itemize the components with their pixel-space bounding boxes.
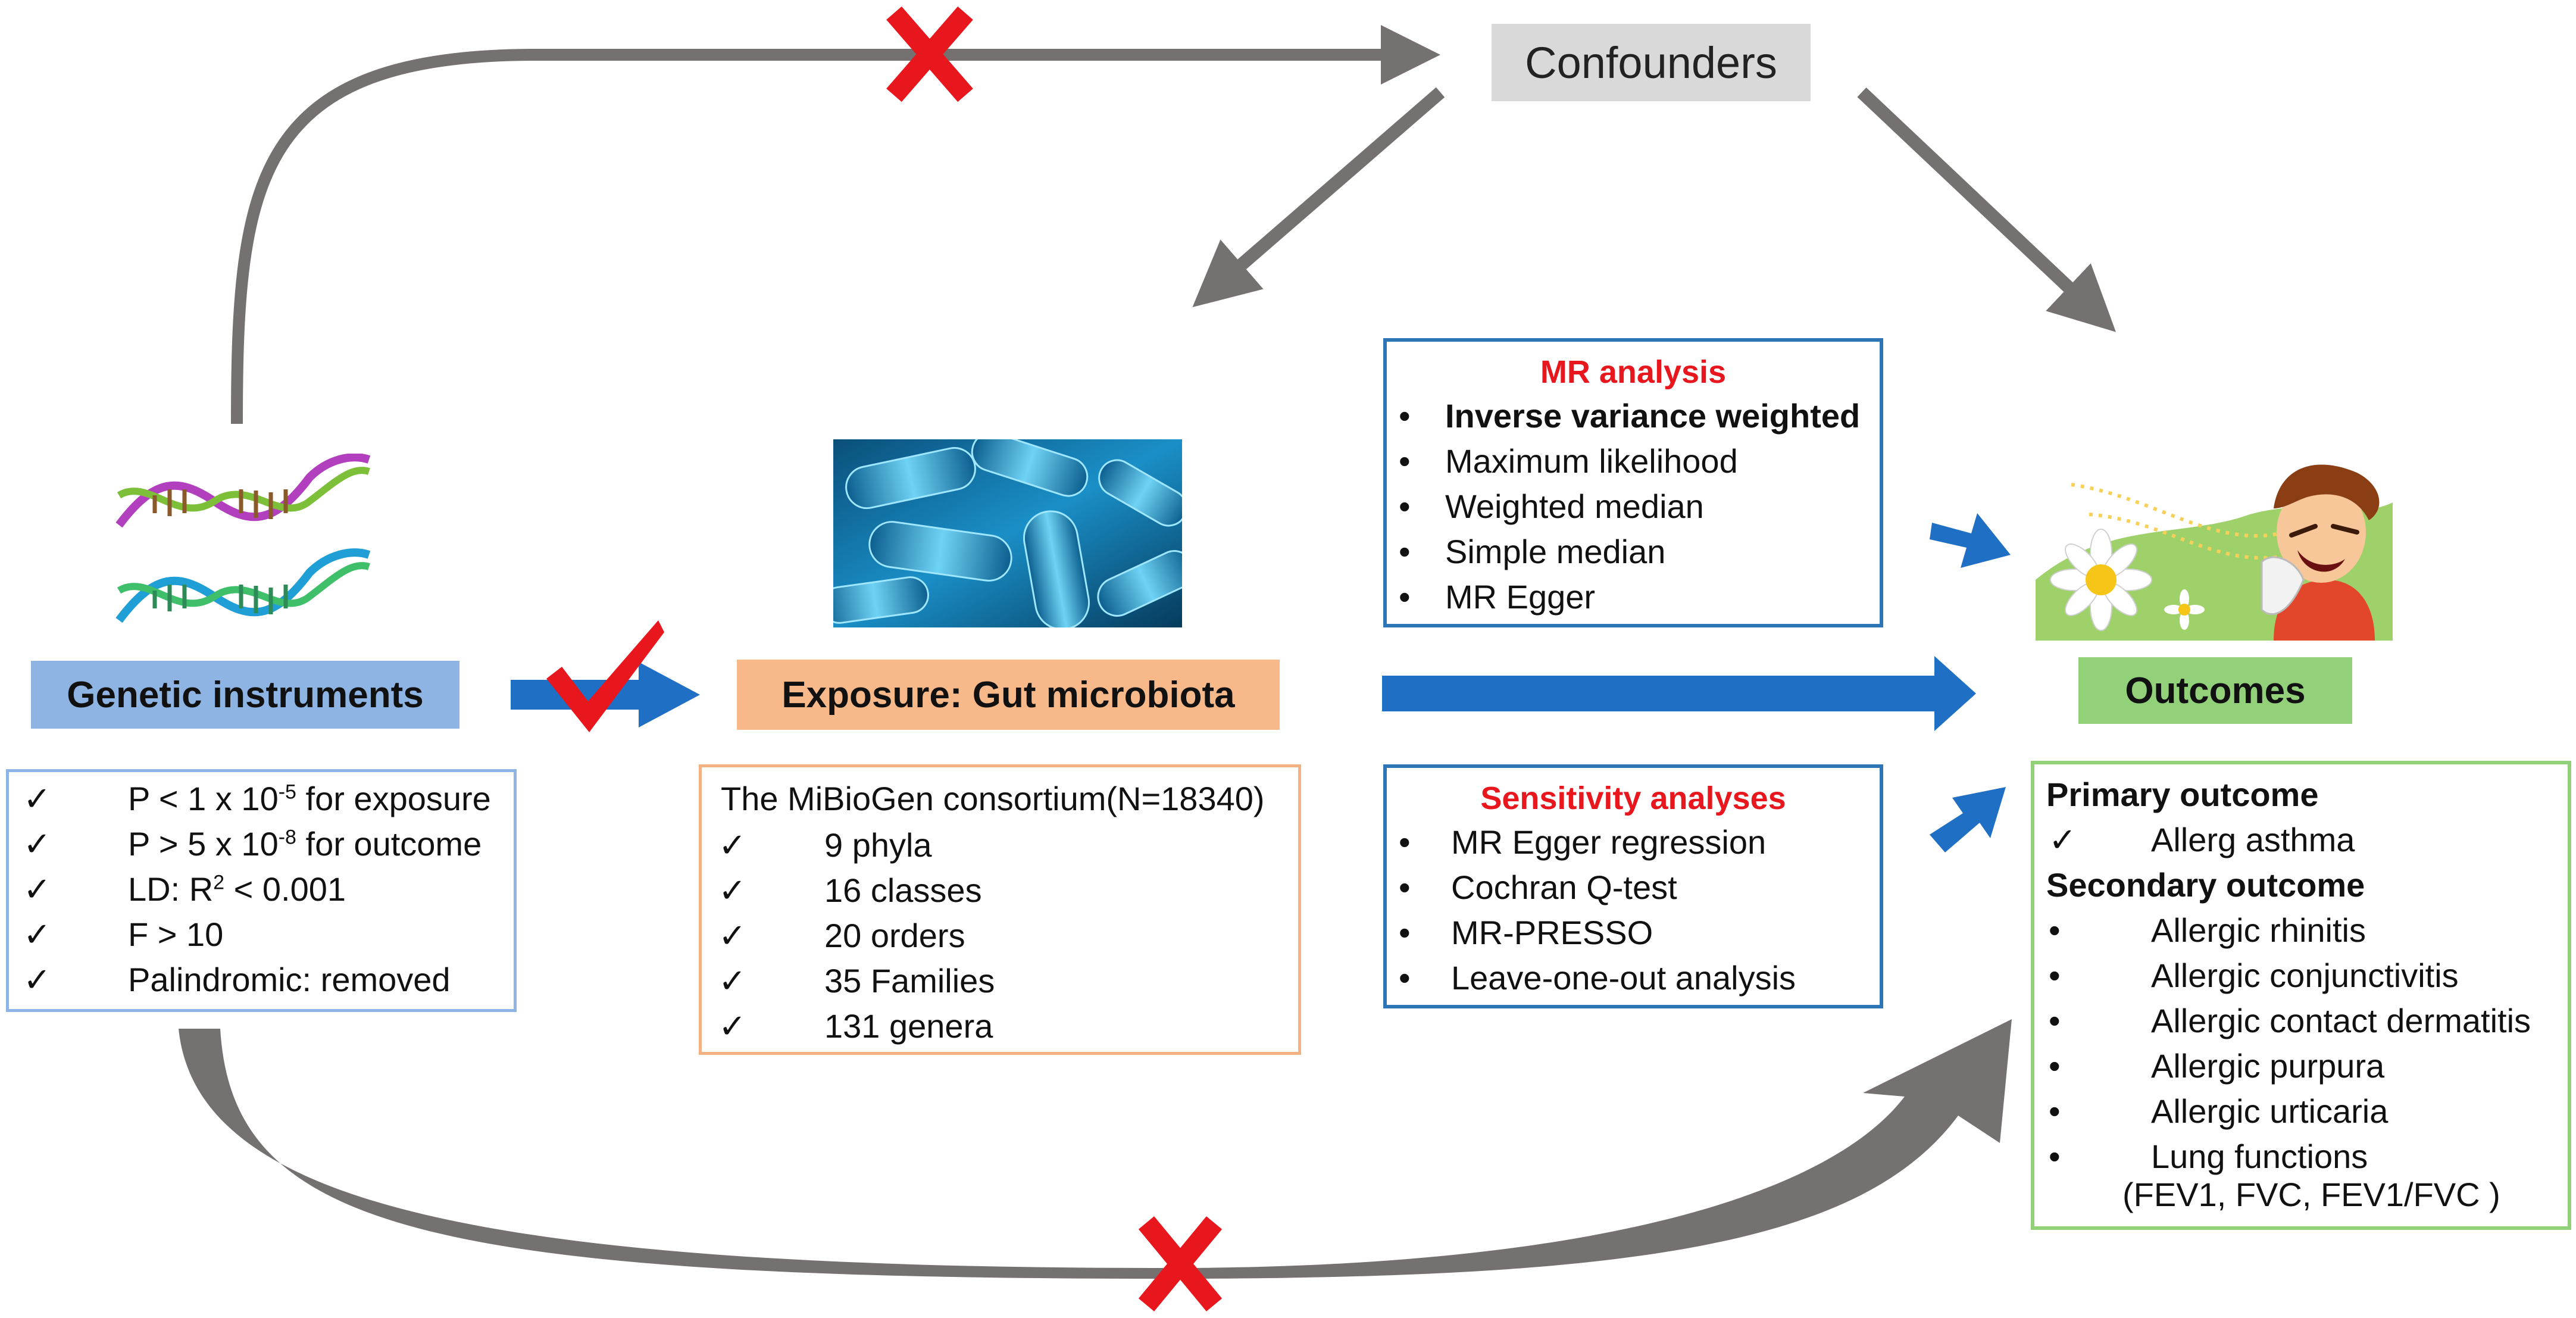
blue-arrow-mr-to-outcomes: [1930, 513, 2011, 568]
mr-method: Inverse variance weighted: [1445, 397, 1861, 435]
check-icon: ✓: [23, 825, 51, 863]
criterion-text-suffix: < 0.001: [224, 870, 346, 908]
lung-function-detail: (FEV1, FVC, FEV1/FVC ): [2122, 1176, 2500, 1213]
genetic-criterion: P < 1 x 10-5 for exposure: [128, 779, 491, 818]
secondary-outcome-item: Allergic conjunctivitis: [2151, 957, 2459, 994]
sensitivity-title: Sensitivity analyses: [1480, 780, 1786, 816]
secondary-outcome-item: Allergic contact dermatitis: [2151, 1002, 2531, 1039]
secondary-outcome-item: Lung functions: [2151, 1138, 2368, 1175]
bullet-icon: •: [2049, 1138, 2061, 1175]
blue-arrow-sensitivity-to-outcomes: [1930, 787, 2006, 852]
taxonomy-item: 9 phyla: [824, 826, 932, 864]
arrow-genetic-to-confounders: [231, 25, 1440, 424]
genetic-criteria-box: ✓ P < 1 x 10-5 for exposure ✓ P > 5 x 10-8 …: [6, 769, 517, 1012]
secondary-outcome-item: Allergic rhinitis: [2151, 911, 2366, 949]
criterion-text: F > 10: [128, 916, 224, 953]
genetic-criterion: F > 10: [128, 915, 223, 954]
check-icon: ✓: [718, 872, 746, 909]
criterion-text-suffix: for outcome: [296, 825, 482, 863]
genetic-instruments-text: Genetic instruments: [67, 674, 424, 716]
check-icon: ✓: [718, 1007, 746, 1045]
mr-method: Maximum likelihood: [1445, 442, 1738, 480]
bullet-icon: •: [1399, 823, 1411, 861]
arrow-confounders-to-exposure: [1192, 87, 1445, 308]
allergy-illustration: [2036, 464, 2393, 641]
primary-outcome-item: Allerg asthma: [2151, 821, 2355, 858]
mr-method: MR Egger: [1445, 578, 1596, 616]
check-icon: ✓: [718, 826, 746, 864]
sensitivity-method: Leave-one-out analysis: [1451, 959, 1796, 997]
genetic-criterion: P > 5 x 10-8 for outcome: [128, 824, 482, 863]
taxonomy-item: 16 classes: [824, 872, 982, 909]
secondary-outcome-title: Secondary outcome: [2046, 866, 2365, 904]
criterion-text: Palindromic: removed: [128, 961, 451, 998]
check-icon: ✓: [23, 870, 51, 908]
exposure-detail-box: The MiBioGen consortium(N=18340) ✓ 9 phyl…: [699, 764, 1301, 1055]
bullet-icon: •: [1399, 442, 1411, 480]
bullet-icon: •: [1399, 578, 1411, 616]
criterion-text: LD: R: [128, 870, 214, 908]
bullet-icon: •: [2049, 1047, 2061, 1085]
bullet-icon: •: [2049, 957, 2061, 994]
criterion-exponent: 2: [213, 871, 225, 894]
sensitivity-method: Cochran Q-test: [1451, 869, 1677, 906]
sensitivity-method: MR-PRESSO: [1451, 914, 1653, 951]
secondary-outcome-item: Allergic urticaria: [2151, 1092, 2389, 1130]
arrow-confounders-to-outcomes: [1857, 87, 2117, 332]
primary-outcome-title: Primary outcome: [2046, 776, 2319, 813]
criterion-text: P > 5 x 10: [128, 825, 279, 863]
outcomes-label: Outcomes: [2078, 657, 2352, 724]
bullet-icon: •: [1399, 959, 1411, 997]
taxonomy-item: 35 Families: [824, 962, 995, 1000]
bullet-icon: •: [1399, 914, 1411, 951]
check-icon: ✓: [23, 916, 51, 953]
blue-arrow-exposure-to-outcomes: [1382, 656, 1976, 731]
check-icon: ✓: [2049, 821, 2077, 858]
criterion-text-suffix: for exposure: [296, 780, 491, 817]
blocked-x-icon-bottom: [1138, 1216, 1223, 1311]
dna-icon: [115, 454, 371, 623]
genetic-criterion: Palindromic: removed: [128, 960, 451, 999]
genetic-instruments-label: Genetic instruments: [31, 661, 459, 729]
bullet-icon: •: [2049, 911, 2061, 949]
bullet-icon: •: [2049, 1002, 2061, 1039]
taxonomy-item: 20 orders: [824, 917, 965, 954]
mr-analysis-title: MR analysis: [1540, 354, 1727, 390]
consortium-text: The MiBioGen consortium(N=18340): [721, 780, 1265, 817]
criterion-exponent: -5: [278, 780, 296, 804]
bullet-icon: •: [1399, 869, 1411, 906]
bullet-icon: •: [2049, 1092, 2061, 1130]
confounders-text: Confounders: [1525, 38, 1777, 88]
criterion-text: P < 1 x 10: [128, 780, 279, 817]
bullet-icon: •: [1399, 533, 1411, 570]
genetic-criterion: LD: R2 < 0.001: [128, 870, 346, 908]
sensitivity-box: Sensitivity analyses • MR Egger regressio…: [1383, 764, 1883, 1008]
mr-method: Simple median: [1445, 533, 1666, 570]
check-icon: ✓: [718, 917, 746, 954]
taxonomy-item: 131 genera: [824, 1007, 993, 1045]
mr-analysis-box: MR analysis • Inverse variance weighted • M…: [1383, 338, 1883, 627]
check-icon: ✓: [23, 780, 51, 817]
confounders-label: Confounders: [1492, 24, 1811, 101]
bullet-icon: •: [1399, 488, 1411, 525]
check-icon: ✓: [718, 962, 746, 1000]
outcomes-detail-box: Primary outcome ✓ Allerg asthma Secondary…: [2031, 761, 2571, 1230]
gut-microbiota-image: [833, 439, 1182, 627]
blocked-x-icon-top: [886, 6, 973, 102]
valid-check-icon: [546, 620, 664, 732]
bullet-icon: •: [1399, 397, 1411, 435]
check-icon: ✓: [23, 961, 51, 998]
secondary-outcome-item: Allergic purpura: [2151, 1047, 2385, 1085]
sensitivity-method: MR Egger regression: [1451, 823, 1767, 861]
arrow-genetic-to-outcomes: [179, 1019, 2012, 1279]
exposure-label: Exposure: Gut microbiota: [737, 660, 1280, 730]
criterion-exponent: -8: [278, 826, 296, 849]
mr-method: Weighted median: [1445, 488, 1704, 525]
exposure-text: Exposure: Gut microbiota: [781, 674, 1235, 716]
outcomes-text: Outcomes: [2125, 670, 2306, 711]
